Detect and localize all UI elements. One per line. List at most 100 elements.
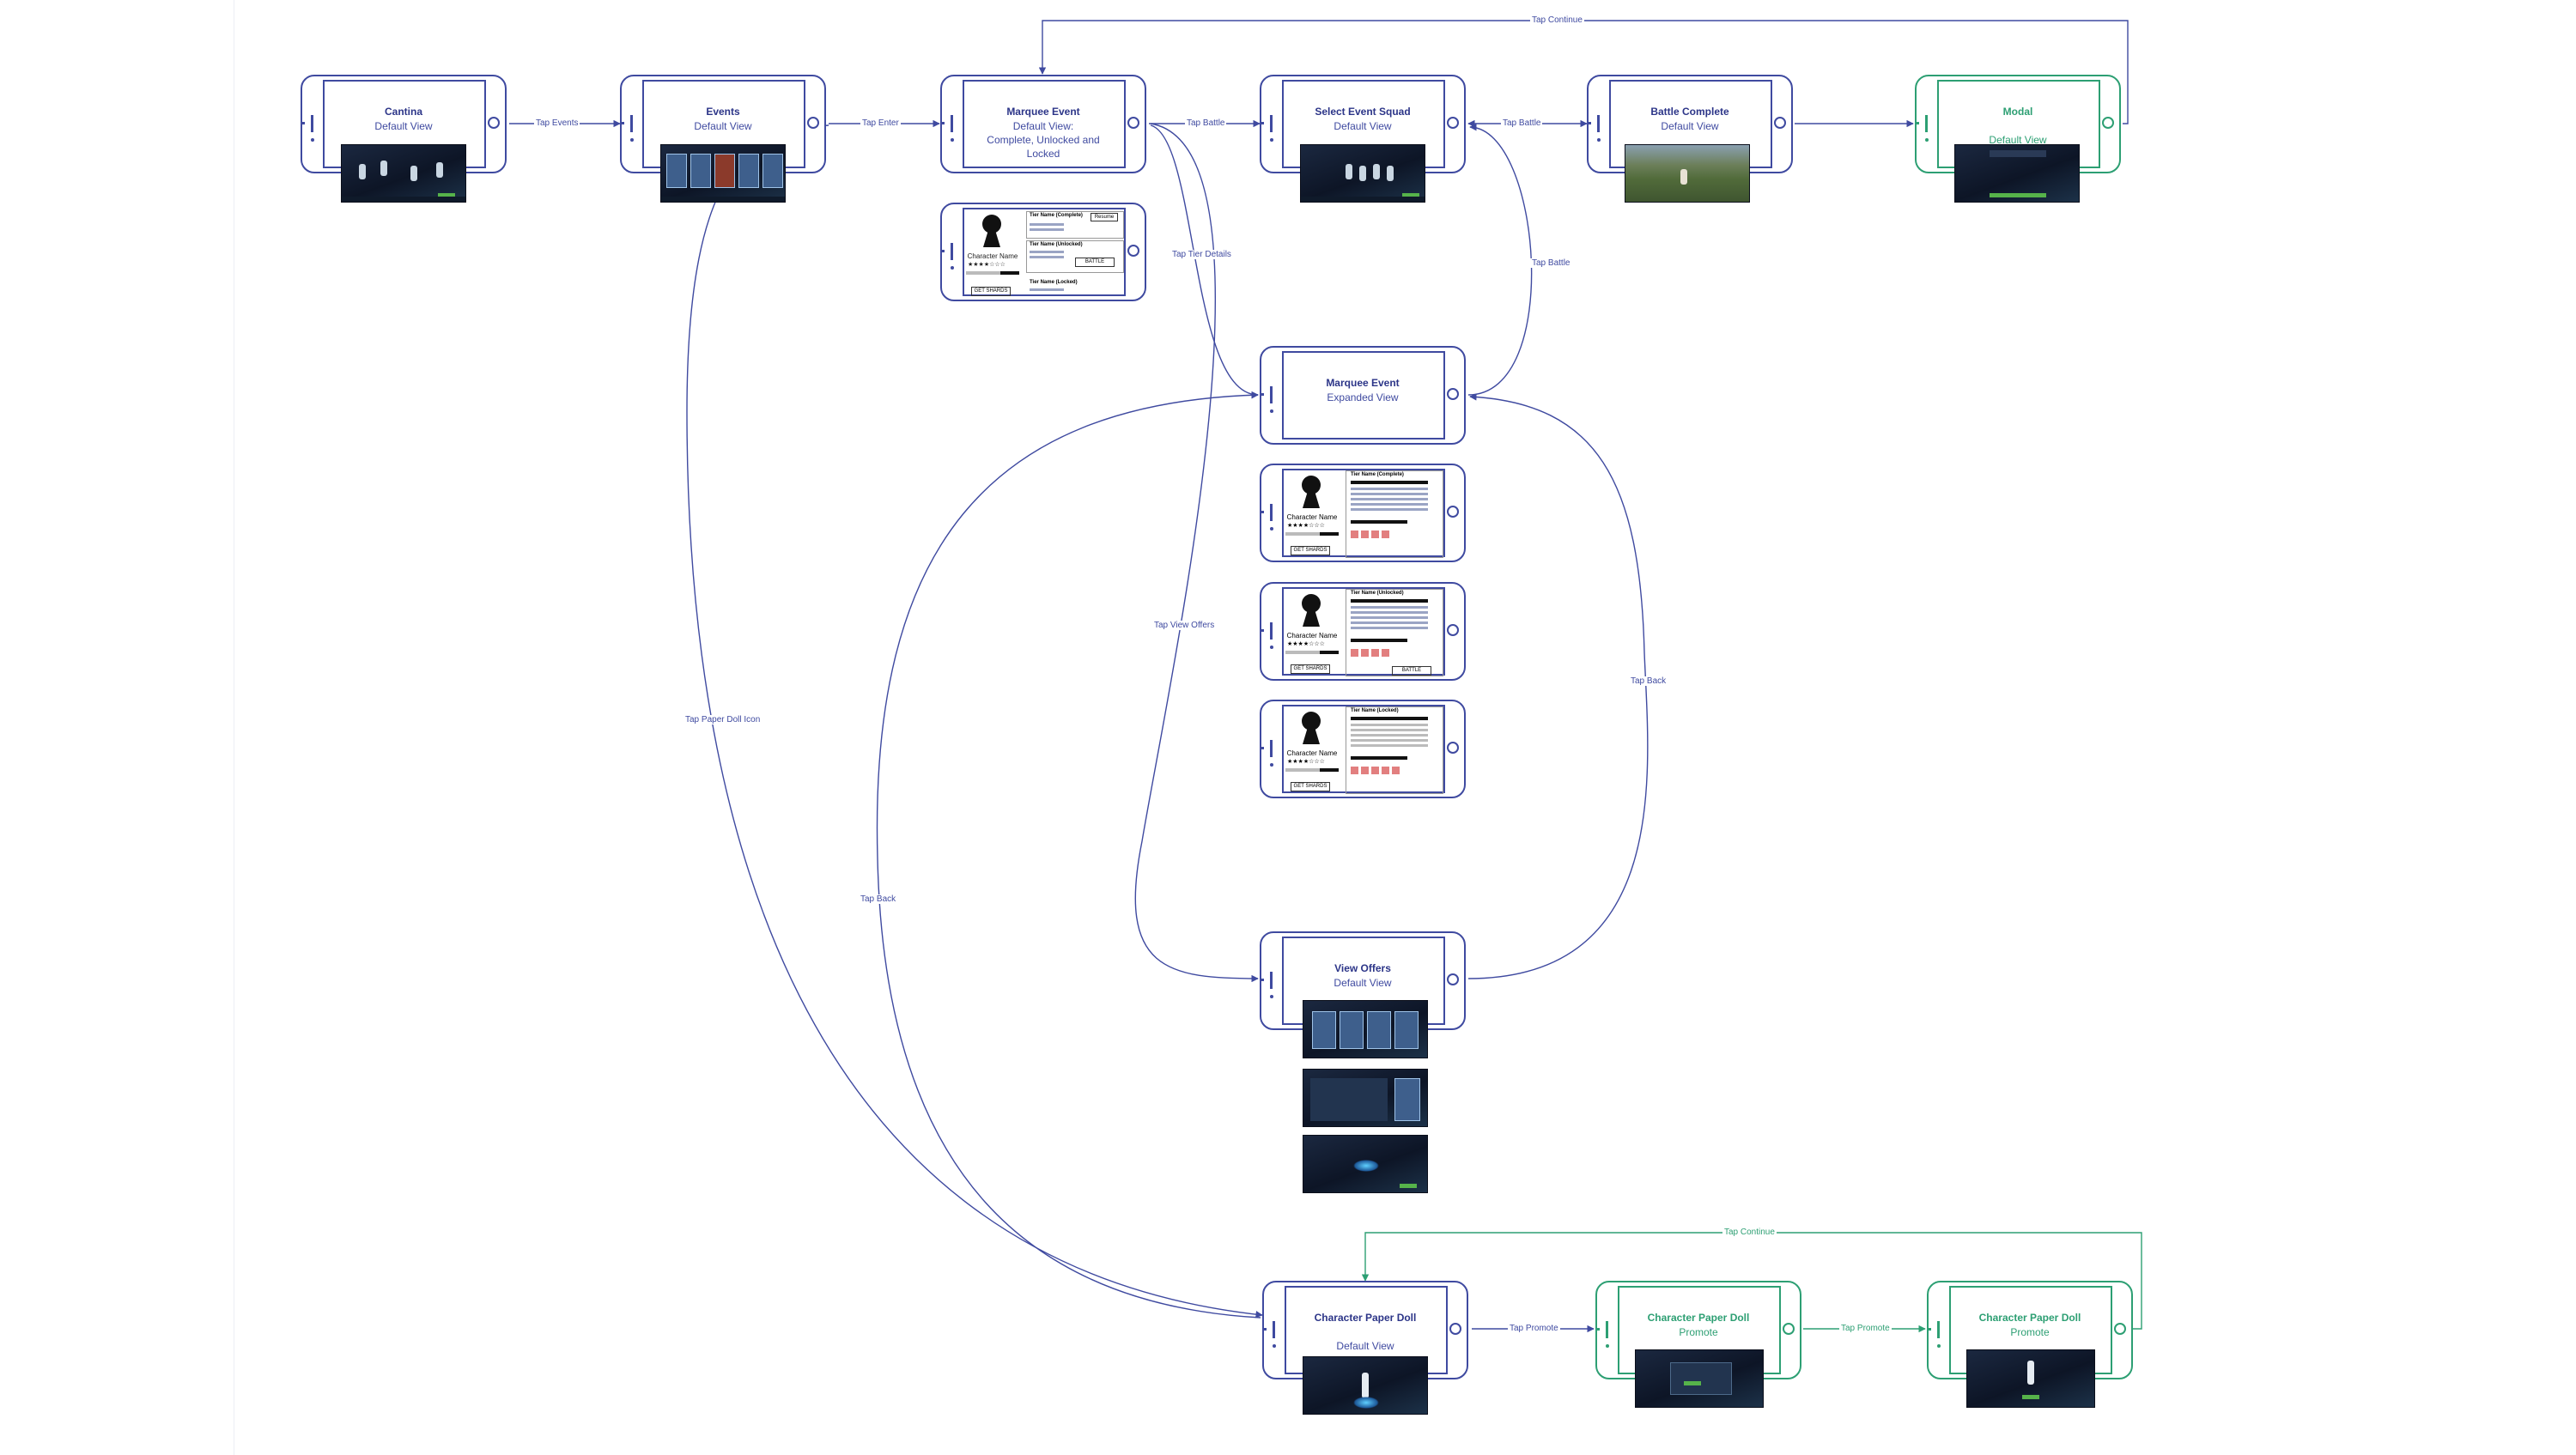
view-offers-screenshot-2 bbox=[1303, 1069, 1428, 1127]
edge-label-tap-events: Tap Events bbox=[534, 118, 580, 128]
edge-continue-bottom bbox=[1361, 1232, 2142, 1330]
promote-2-screenshot bbox=[1966, 1349, 2095, 1408]
stars: ★★★★☆☆☆ bbox=[1287, 523, 1325, 529]
home-button-icon bbox=[1127, 245, 1139, 257]
screen-title: Modal bbox=[2002, 106, 2033, 118]
screen-character-paper-doll[interactable]: Character Paper Doll Default View bbox=[1262, 1281, 1468, 1379]
tier-unlocked-label: Tier Name (Unlocked) bbox=[1030, 242, 1083, 247]
screen-subtitle: Default View bbox=[1661, 120, 1719, 132]
home-button-icon bbox=[2114, 1323, 2126, 1335]
screen-title: Battle Complete bbox=[1650, 106, 1729, 118]
cantina-screenshot bbox=[341, 144, 466, 203]
edge-paper-doll-icon bbox=[686, 124, 1263, 1319]
get-shards-button[interactable]: GET SHARDS bbox=[1291, 664, 1330, 674]
edge-view-offers bbox=[1134, 123, 1259, 983]
home-button-icon bbox=[1127, 117, 1139, 129]
stars: ★★★★☆☆☆ bbox=[968, 262, 1005, 268]
edge-label-tap-continue-bottom: Tap Continue bbox=[1722, 1228, 1777, 1237]
left-gutter bbox=[0, 0, 234, 1455]
tier-unlocked-label: Tier Name (Unlocked) bbox=[1351, 591, 1404, 596]
screen-subtitle: Promote bbox=[1679, 1326, 1718, 1338]
screen-title: View Offers bbox=[1334, 962, 1391, 974]
promote-1-screenshot bbox=[1635, 1349, 1764, 1408]
expanded-wireframe-locked: Character Name ★★★★☆☆☆ GET SHARDS Tier N… bbox=[1260, 700, 1466, 798]
paper-doll-screenshot bbox=[1303, 1356, 1428, 1415]
edge-label-tap-back-left: Tap Back bbox=[859, 894, 898, 904]
get-shards-button[interactable]: GET SHARDS bbox=[1291, 546, 1330, 555]
get-shards-button[interactable]: GET SHARDS bbox=[1291, 782, 1330, 791]
screen-marquee-event-default[interactable]: Marquee Event Default View: Complete, Un… bbox=[940, 75, 1146, 173]
avatar-silhouette-icon bbox=[1302, 476, 1321, 494]
screen-subtitle-line-3: Locked bbox=[1026, 148, 1060, 160]
edge-label-tap-paper-doll-icon: Tap Paper Doll Icon bbox=[683, 715, 762, 724]
edge-label-tap-battle-2: Tap Battle bbox=[1501, 118, 1543, 128]
screen-title: Character Paper Doll bbox=[1314, 1312, 1417, 1324]
character-name: Character Name bbox=[1286, 749, 1338, 757]
home-button-icon bbox=[1783, 1323, 1795, 1335]
screen-subtitle-line-2: Complete, Unlocked and bbox=[987, 134, 1100, 146]
screen-subtitle-line-1: Default View: bbox=[1012, 120, 1074, 132]
tier-complete-label: Tier Name (Complete) bbox=[1351, 472, 1404, 477]
edge-label-tap-continue-top: Tap Continue bbox=[1530, 15, 1584, 25]
home-button-icon bbox=[1447, 973, 1459, 985]
edge-back-left bbox=[876, 391, 1261, 1319]
view-offers-screenshot-3 bbox=[1303, 1135, 1428, 1193]
edge-label-tap-battle: Tap Battle bbox=[1185, 118, 1227, 128]
tier-complete-label: Tier Name (Complete) bbox=[1030, 213, 1083, 218]
screen-subtitle: Default View bbox=[374, 120, 433, 132]
battle-button[interactable]: BATTLE bbox=[1392, 666, 1431, 676]
tier-locked-label: Tier Name (Locked) bbox=[1351, 708, 1399, 713]
tier-locked-label: Tier Name (Locked) bbox=[1030, 280, 1078, 285]
events-screenshot bbox=[660, 144, 786, 203]
get-shards-button[interactable]: GET SHARDS bbox=[971, 287, 1011, 296]
screen-title: Character Paper Doll bbox=[1978, 1312, 2081, 1324]
edge-expanded-squad bbox=[1467, 124, 1533, 396]
home-button-icon bbox=[1449, 1323, 1461, 1335]
expanded-wireframe-unlocked: Character Name ★★★★☆☆☆ GET SHARDS Tier N… bbox=[1260, 582, 1466, 681]
screen-subtitle: Default View bbox=[1336, 1340, 1394, 1352]
screen-title: Character Paper Doll bbox=[1647, 1312, 1750, 1324]
screen-title: Events bbox=[706, 106, 740, 118]
avatar-silhouette-icon bbox=[1302, 594, 1321, 613]
home-button-icon bbox=[1447, 506, 1459, 518]
edge-label-tap-enter: Tap Enter bbox=[860, 118, 901, 128]
screen-title: Marquee Event bbox=[1006, 106, 1080, 118]
select-squad-screenshot bbox=[1300, 144, 1425, 203]
battle-button[interactable]: BATTLE bbox=[1075, 258, 1115, 267]
screen-title: Marquee Event bbox=[1326, 377, 1400, 389]
screen-marquee-event-expanded[interactable]: Marquee Event Expanded View bbox=[1260, 346, 1466, 445]
character-name: Character Name bbox=[1286, 632, 1338, 640]
screen-title: Cantina bbox=[384, 106, 422, 118]
home-button-icon bbox=[1447, 742, 1459, 754]
edge-tier-details bbox=[1150, 124, 1259, 399]
home-button-icon bbox=[1447, 624, 1459, 636]
screen-subtitle: Default View bbox=[694, 120, 752, 132]
home-button-icon bbox=[2102, 117, 2114, 129]
modal-screenshot bbox=[1954, 144, 2080, 203]
home-button-icon bbox=[1774, 117, 1786, 129]
home-button-icon bbox=[1447, 117, 1459, 129]
avatar-silhouette-icon bbox=[1302, 712, 1321, 731]
edge-label-tap-battle-3: Tap Battle bbox=[1530, 258, 1572, 268]
screen-title: Select Event Squad bbox=[1315, 106, 1411, 118]
screen-subtitle: Promote bbox=[2010, 1326, 2050, 1338]
view-offers-screenshot-1 bbox=[1303, 1000, 1428, 1058]
edge-label-tap-back-right: Tap Back bbox=[1629, 676, 1668, 686]
screen-subtitle: Expanded View bbox=[1327, 391, 1399, 403]
edge-offers-back bbox=[1467, 393, 1649, 979]
battle-complete-screenshot bbox=[1625, 144, 1750, 203]
screen-subtitle: Default View bbox=[1334, 120, 1392, 132]
character-name: Character Name bbox=[967, 252, 1018, 260]
avatar-silhouette-icon bbox=[982, 215, 1001, 233]
edge-label-tap-tier-details: Tap Tier Details bbox=[1170, 250, 1233, 259]
expanded-wireframe-complete: Character Name ★★★★☆☆☆ GET SHARDS Tier N… bbox=[1260, 464, 1466, 562]
edge-label-tap-view-offers: Tap View Offers bbox=[1152, 621, 1217, 630]
home-button-icon bbox=[1447, 388, 1459, 400]
edge-modal-marquee-continue bbox=[1038, 20, 2129, 124]
resume-button[interactable]: Resume bbox=[1091, 213, 1118, 221]
edge-label-tap-promote-2: Tap Promote bbox=[1839, 1324, 1892, 1333]
home-button-icon bbox=[488, 117, 500, 129]
home-button-icon bbox=[807, 117, 819, 129]
edge-label-tap-promote-1: Tap Promote bbox=[1508, 1324, 1560, 1333]
